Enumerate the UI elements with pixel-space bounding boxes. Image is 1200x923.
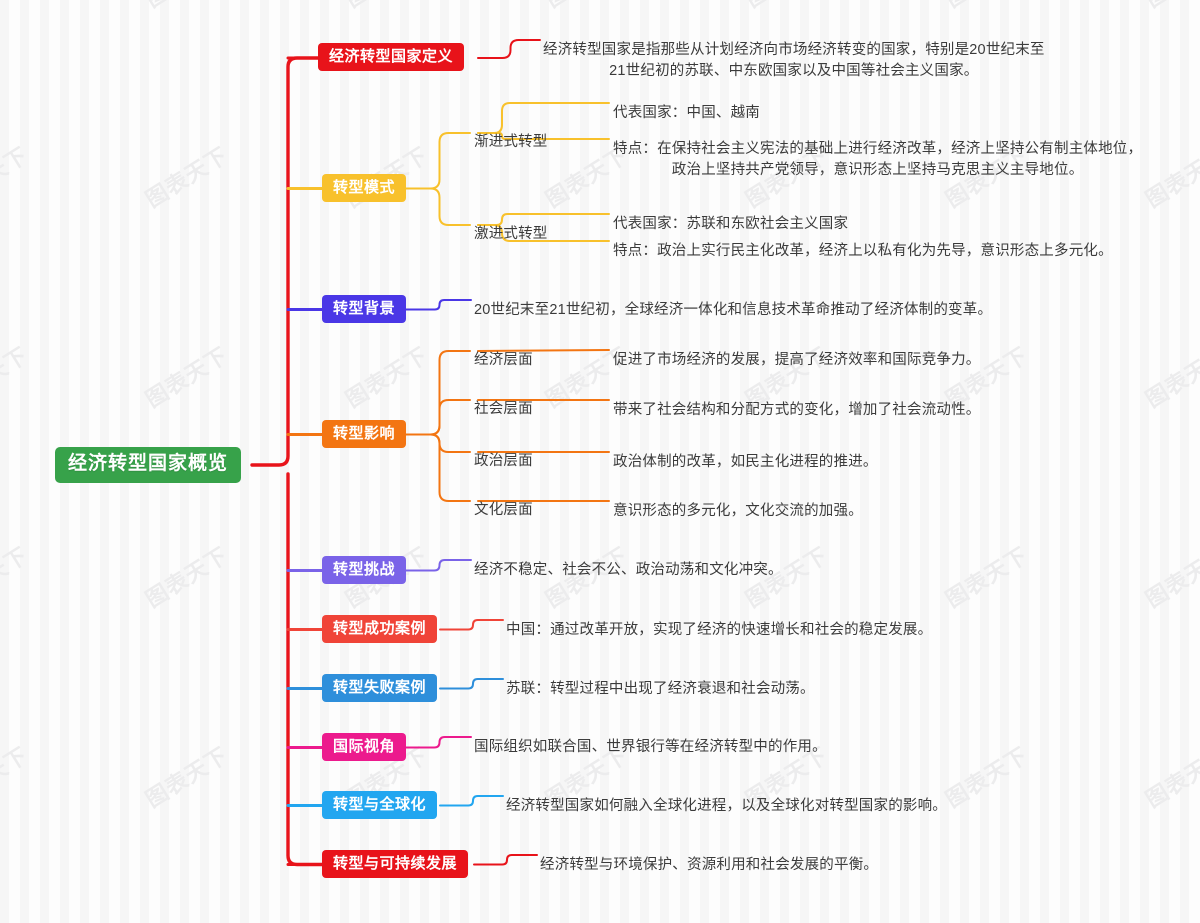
branch-node-challenge[interactable]: 转型挑战 (322, 556, 407, 585)
connector-line (404, 299, 472, 311)
root-node[interactable]: 经济转型国家概览 (55, 447, 242, 483)
branch-node-international[interactable]: 国际视角 (322, 733, 407, 762)
leaf-text-definition: 经济转型国家是指那些从计划经济向市场经济转变的国家，特别是20世纪末至 21世纪… (543, 42, 1045, 80)
leaf-text-radical-1: 特点：政治上实行民主化改革，经济上以私有化为先导，意识形态上多元化。 (613, 243, 1113, 259)
sub-node-cultural-layer[interactable]: 文化层面 (474, 502, 533, 518)
leaf-text-success-case: 中国：通过改革开放，实现了经济的快速增长和社会的稳定发展。 (506, 622, 933, 638)
leaf-text-failure-case: 苏联：转型过程中出现了经济衰退和社会动荡。 (506, 681, 815, 697)
branch-node-mode[interactable]: 转型模式 (322, 174, 407, 203)
branch-node-sustainable[interactable]: 转型与可持续发展 (322, 850, 469, 879)
connector-line (477, 132, 610, 140)
sub-node-radical[interactable]: 激进式转型 (474, 226, 548, 242)
connector-line (477, 349, 610, 352)
connector-line (439, 795, 504, 807)
leaf-text-sustainable: 经济转型与环境保护、资源利用和社会发展的平衡。 (540, 857, 879, 873)
connector-line (404, 736, 472, 749)
branch-node-background[interactable]: 转型背景 (322, 295, 407, 324)
leaf-text-background: 20世纪末至21世纪初，全球经济一体化和信息技术革命推动了经济体制的变革。 (474, 302, 993, 318)
connector-line (477, 224, 610, 242)
sub-node-gradual[interactable]: 渐进式转型 (474, 134, 548, 150)
sub-node-economic-layer[interactable]: 经济层面 (474, 352, 533, 368)
leaf-text-international: 国际组织如联合国、世界银行等在经济转型中的作用。 (474, 739, 827, 755)
leaf-text-economic-layer-0: 促进了市场经济的发展，提高了经济效率和国际竞争力。 (613, 352, 981, 368)
branch-node-success-case[interactable]: 转型成功案例 (322, 615, 438, 644)
branch-node-failure-case[interactable]: 转型失败案例 (322, 674, 438, 703)
connector-line (477, 213, 610, 226)
leaf-text-cultural-layer-0: 意识形态的多元化，文化交流的加强。 (613, 503, 863, 519)
branch-node-definition[interactable]: 经济转型国家定义 (318, 43, 465, 72)
connector-line (404, 559, 472, 572)
leaf-text-globalization: 经济转型国家如何融入全球化进程，以及全球化对转型国家的影响。 (506, 798, 947, 814)
connector-line (404, 187, 471, 226)
leaf-text-social-layer-0: 带来了社会结构和分配方式的变化，增加了社会流动性。 (613, 402, 981, 418)
leaf-text-challenge: 经济不稳定、社会不公、政治动荡和文化冲突。 (474, 562, 783, 578)
leaf-text-gradual-1: 特点：在保持社会主义宪法的基础上进行经济改革，经济上坚持公有制主体地位， 政治上… (613, 141, 1143, 179)
sub-node-political-layer[interactable]: 政治层面 (474, 453, 533, 469)
leaf-text-radical-0: 代表国家：苏联和东欧社会主义国家 (613, 216, 849, 232)
branch-node-globalization[interactable]: 转型与全球化 (322, 791, 438, 820)
leaf-text-political-layer-0: 政治体制的改革，如民主化进程的推进。 (613, 454, 878, 470)
branch-node-impact[interactable]: 转型影响 (322, 420, 407, 449)
connector-line (439, 678, 504, 690)
connector-line (404, 433, 471, 502)
sub-node-social-layer[interactable]: 社会层面 (474, 401, 533, 417)
connector-line (477, 39, 541, 59)
connector-line (473, 854, 538, 866)
connector-line (439, 619, 504, 631)
leaf-text-gradual-0: 代表国家：中国、越南 (613, 105, 760, 121)
